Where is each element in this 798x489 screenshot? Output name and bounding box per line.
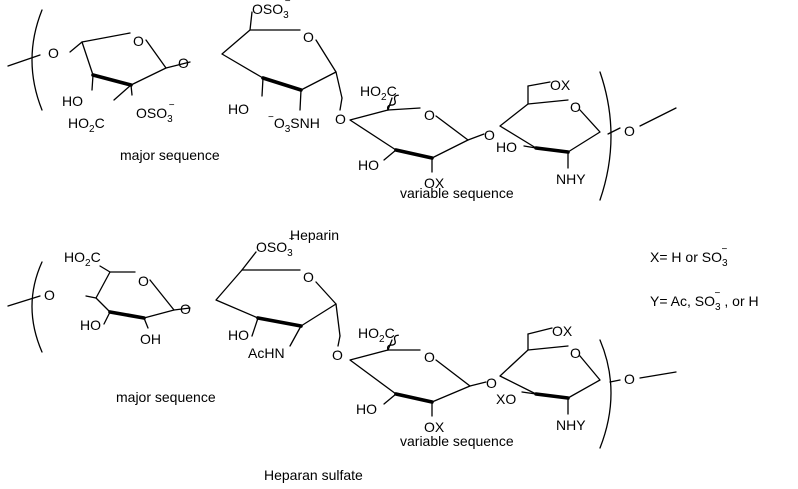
ring-oxygen: O [570,345,581,361]
hs-ring-1 [85,265,191,329]
legend-y: Y= Ac, SO3−, or H [650,288,759,313]
ring-oxygen: O [424,349,435,365]
terminal-oxygen: O [624,123,635,139]
atom-ho: HO [358,157,379,173]
ring-oxygen: O [303,29,314,45]
atom-ho: HO [228,327,249,343]
atom-ho2c: HO2C [358,325,395,345]
atom-oso3-6: OSO3− [256,234,295,259]
hs-major-sequence-label: major sequence [116,389,216,405]
atom-o: O [48,45,59,61]
atom-oh: OH [140,331,161,347]
atom-ox: OX [552,323,573,339]
atom-ox: OX [424,175,445,191]
heparin-ring-2 [221,11,343,111]
heparin-major-sequence-label: major sequence [120,147,220,163]
heparin-atom-labels: O O O HO HO2C OSO3− OSO3− O HO −O3SNH O … [48,0,635,191]
ring-oxygen: O [303,269,314,285]
atom-o3snh: −O3SNH [268,112,320,135]
ring-oxygen: O [138,273,149,289]
legend-x: X= H or SO3− [650,244,728,269]
atom-ho2c: HO2C [64,249,101,269]
hs-ring-4 [499,327,601,415]
glycosidic-oxygen: O [180,301,191,317]
atom-ho2c: HO2C [68,115,105,135]
hs-variable-sequence-label: variable sequence [400,433,514,449]
atom-o: O [44,287,55,303]
glycosidic-oxygen: O [178,55,189,71]
terminal-oxygen: O [624,371,635,387]
atom-xo: XO [496,391,516,407]
glycosidic-oxygen: O [332,347,343,363]
atom-ho: HO [496,139,517,155]
heparin-structure [7,9,677,201]
ring-oxygen: O [424,107,435,123]
atom-ho: HO [356,401,377,417]
heparin-ring-3 [349,94,485,173]
ring-oxygen: O [133,33,144,49]
hs-right-bracket [599,339,612,449]
heparin-right-bracket [599,71,612,201]
atom-ho: HO [62,93,83,109]
hs-ring-2 [215,251,341,347]
heparin-left-bracket [31,9,43,111]
heparin-caption: Heparin [290,227,339,243]
hs-left-bracket [31,261,43,353]
heparin-variable-sequence-label: variable sequence [400,185,514,201]
ring-oxygen: O [570,99,581,115]
atom-achn: AcHN [248,345,285,361]
atom-ho: HO [80,317,101,333]
heparin-ring-1 [69,32,191,101]
atom-ho2c: HO2C [360,83,397,103]
atom-oso3: OSO3− [136,100,175,125]
atom-nhy: NHY [556,417,586,433]
hs-atom-labels: HO2C O O HO OH O OSO3− O HO AcHN O HO2C … [44,234,635,435]
glycosidic-oxygen: O [484,127,495,143]
atom-oso3-6: OSO3− [252,0,291,21]
heparan-sulfate-caption: Heparan sulfate [264,467,363,483]
atom-ho: HO [228,101,249,117]
atom-ox: OX [424,419,445,435]
atom-ox: OX [550,77,571,93]
hs-ring-3 [349,334,487,417]
heparin-ring-4 [499,81,601,169]
heparan-sulfate-structure [7,251,677,449]
glycosidic-oxygen: O [486,375,497,391]
atom-nhy: NHY [556,171,586,187]
substituent-legend: X= H or SO3− Y= Ac, SO3−, or H [650,244,759,313]
glycosidic-oxygen: O [335,111,346,127]
